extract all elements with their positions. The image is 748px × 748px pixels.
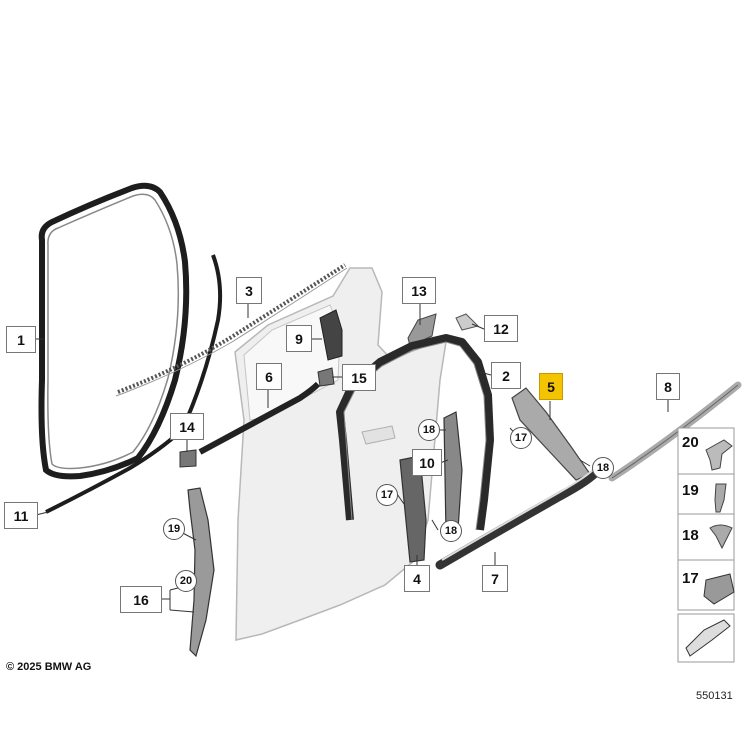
callout-15: 15	[342, 364, 376, 391]
callout-18-right: 18	[592, 457, 614, 479]
screw-icon	[709, 524, 733, 550]
callout-14: 14	[170, 413, 204, 440]
callout-17-right: 17	[510, 427, 532, 449]
legend-number-18: 18	[682, 527, 699, 544]
drawing-number: 550131	[696, 690, 733, 702]
callout-8: 8	[656, 373, 680, 400]
sill-trim	[435, 465, 603, 570]
leader-lines	[35, 304, 669, 613]
callout-9: 9	[286, 325, 312, 352]
push-rivet-icon	[705, 439, 733, 471]
callout-17-lower: 17	[376, 484, 398, 506]
arrow-icon	[685, 619, 731, 657]
callout-3: 3	[236, 277, 262, 304]
end-cap	[455, 313, 479, 331]
callout-16: 16	[120, 586, 162, 613]
callout-19-left: 19	[163, 518, 185, 540]
callout-11: 11	[4, 502, 38, 529]
callout-2: 2	[491, 362, 521, 389]
callout-20-left: 20	[175, 570, 197, 592]
copyright-text: © 2025 BMW AG	[6, 661, 92, 673]
legend-number-17: 17	[682, 570, 699, 587]
lower-pillar-trim	[187, 487, 215, 658]
small-bracket	[179, 449, 197, 468]
legend-number-20: 20	[682, 434, 699, 451]
door-handle	[361, 425, 396, 445]
door-seal	[38, 182, 190, 480]
callout-1: 1	[6, 326, 36, 353]
callout-7: 7	[482, 565, 508, 592]
centre-pillar-trim	[443, 411, 463, 535]
callout-12: 12	[484, 315, 518, 342]
callout-18-upper: 18	[418, 419, 440, 441]
callout-5-highlighted: 5	[539, 373, 563, 400]
window-trim-inner	[198, 381, 321, 455]
callout-13: 13	[402, 277, 436, 304]
callout-4: 4	[404, 565, 430, 592]
legend-number-19: 19	[682, 482, 699, 499]
clip-nut-icon	[703, 573, 735, 605]
callout-6: 6	[256, 363, 282, 390]
callout-10: 10	[412, 449, 442, 476]
window-frame	[336, 334, 494, 531]
pin-clip-icon	[714, 483, 727, 513]
trim-clip	[317, 367, 335, 387]
pillar-cover	[319, 309, 343, 361]
callout-18-lower: 18	[440, 520, 462, 542]
upper-weatherstrip	[117, 263, 347, 394]
